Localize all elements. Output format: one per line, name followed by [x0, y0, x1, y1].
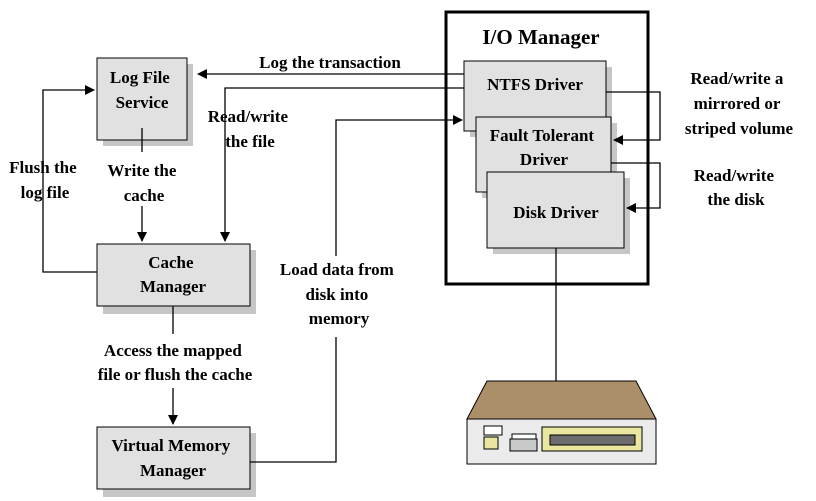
- log-file-service-box: [96, 57, 188, 141]
- arrow-read-write-disk: [611, 162, 661, 213]
- cache-manager-box: [96, 243, 251, 307]
- disk-driver-box: [486, 171, 625, 249]
- label-load-data: Load data from disk into memory: [280, 260, 398, 328]
- label-read-write-file: Read/write the file: [208, 107, 293, 151]
- ntfs-driver-label: NTFS Driver: [487, 75, 583, 94]
- label-read-write-disk: Read/write the disk: [694, 166, 779, 209]
- arrow-load-data: [335, 115, 463, 256]
- log-file-service-label: Log File Service: [110, 68, 174, 112]
- fault-tolerant-driver-label: Fault Tolerant Driver: [490, 126, 599, 169]
- arrow-mirrored-volume: [606, 91, 661, 145]
- label-access-mapped: Access the mapped file or flush the cach…: [98, 341, 253, 384]
- label-mirrored-volume: Read/write a mirrored or striped volume: [685, 69, 794, 138]
- virtual-memory-manager-box: [96, 426, 251, 490]
- disk-drive-icon: [466, 380, 657, 465]
- label-log-transaction: Log the transaction: [259, 53, 401, 72]
- line-load-data-bottom: [250, 337, 337, 463]
- io-manager-title: I/O Manager: [482, 25, 599, 49]
- disk-driver-label: Disk Driver: [513, 203, 599, 222]
- label-flush-log: Flush the log file: [9, 158, 81, 202]
- arrow-read-write-file: [220, 87, 464, 242]
- label-write-cache: Write the cache: [107, 161, 180, 205]
- arrow-flush-log: [42, 85, 97, 273]
- virtual-memory-manager-label: Virtual Memory Manager: [111, 436, 234, 480]
- cache-manager-label: Cache Manager: [140, 253, 207, 296]
